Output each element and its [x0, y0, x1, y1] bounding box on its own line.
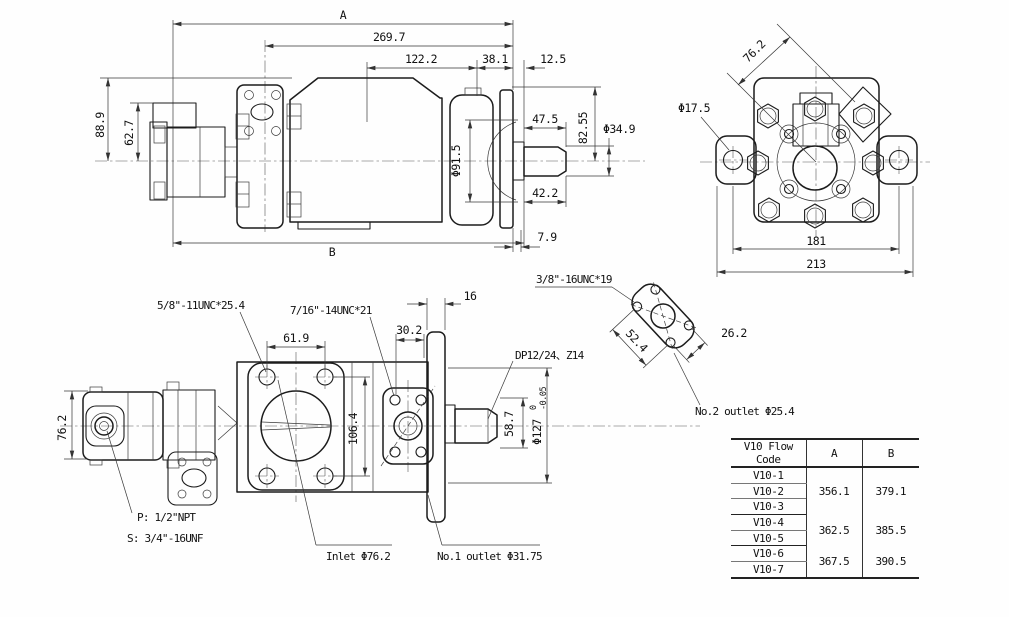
dim-30-2: 30.2 [396, 323, 422, 337]
a-value-cell: 362.5 [805, 514, 862, 546]
header-flow-code: V10 Flow Code [731, 439, 806, 468]
dim-52-4: 52.4 [623, 326, 651, 355]
dim-88-9: 88.9 [93, 112, 107, 138]
dim-58-7: 58.7 [502, 411, 516, 437]
thread-callout-outlet1-flange: 7/16"-14UNC*21 [290, 304, 372, 317]
dim-122-2: 122.2 [405, 52, 437, 66]
dim-38-1: 38.1 [482, 52, 508, 66]
flow-code-cell: V10-7 [752, 562, 784, 576]
table-row: V10-4 362.5 385.5 [731, 514, 919, 546]
dim-61-9: 61.9 [283, 331, 309, 345]
dim-269-7: 269.7 [373, 30, 406, 44]
header-b: B [861, 439, 919, 468]
dim-47-5: 47.5 [532, 112, 558, 126]
dim-106-4: 106.4 [346, 412, 360, 445]
flow-code-cell: V10-4 [731, 514, 806, 531]
dim-phi-127-lower-tol: -0.05 [539, 387, 549, 410]
a-value-cell: 367.5 [805, 545, 862, 578]
dim-phi-34-9: Φ34.9 [603, 122, 636, 136]
flow-code-cell: V10-3 [731, 498, 806, 516]
dim-A: A [340, 8, 347, 22]
dim-42-2: 42.2 [532, 186, 558, 200]
dim-76-2-top: 76.2 [55, 415, 69, 441]
table-row: V10-5 [731, 530, 919, 547]
top-view-leader-lines [106, 286, 701, 546]
dim-82-55: 82.55 [576, 112, 590, 144]
side-view-centerlines [95, 20, 645, 247]
a-value-cell: 356.1 [805, 467, 862, 515]
table-row: V10-1 356.1 379.1 [731, 467, 919, 515]
flow-code-cell: V10-2 [731, 483, 806, 500]
dim-phi-91-5: Φ91.5 [449, 145, 463, 177]
table-row: V10-7 [731, 562, 919, 578]
side-view-dimension-lines [100, 20, 614, 252]
outlet1-label: No.1 outlet Φ31.75 [437, 550, 542, 563]
dim-62-7: 62.7 [122, 120, 136, 146]
flow-code-cell: V10-1 [731, 467, 806, 484]
end-view-dimension-lines [700, 23, 914, 277]
dim-phi-127: Φ127 0 -0.05 [529, 387, 549, 445]
flow-code-cell: V10-6 [731, 545, 806, 563]
table-row: V10-2 [731, 483, 919, 500]
spline-callout: DP12/24、Z14 [515, 349, 585, 362]
flow-code-cell: V10-5 [731, 530, 806, 547]
top-view: 52.4 61.9 30.2 16 106.4 58.7 Φ127 0 -0.0… [55, 273, 796, 563]
side-view-geometry [149, 77, 567, 230]
header-a: A [805, 439, 862, 468]
table-row: V10-3 [731, 498, 919, 516]
table-header-row: V10 Flow Code A B [731, 439, 919, 468]
port-p-label: P: 1/2"NPT [137, 511, 196, 524]
dim-phi-127-upper-tol: 0 [529, 405, 539, 410]
thread-callout-outlet2-flange: 3/8"-16UNC*19 [536, 273, 612, 286]
end-view: 76.2 Φ17.5 181 213 [678, 23, 930, 277]
dim-181: 181 [806, 234, 826, 248]
table-row: V10-6 367.5 390.5 [731, 545, 919, 578]
thread-callout-inlet-flange: 5/8"-11UNC*25.4 [157, 299, 246, 312]
b-value-cell: 379.1 [861, 467, 919, 515]
dim-phi-17-5: Φ17.5 [678, 101, 710, 115]
port-s-label: S: 3/4"-16UNF [127, 532, 203, 545]
end-view-geometry [715, 77, 918, 229]
dim-213: 213 [806, 257, 826, 271]
b-value-cell: 390.5 [861, 545, 919, 578]
outlet2-label: No.2 outlet Φ25.4 [695, 405, 795, 418]
end-view-centerlines [700, 66, 930, 238]
top-view-geometry [82, 331, 498, 523]
b-value-cell: 385.5 [861, 514, 919, 546]
top-view-dimension-lines [64, 298, 552, 484]
side-view: A 269.7 122.2 38.1 12.5 88.9 62.7 Φ91.5 … [93, 8, 645, 259]
dim-16: 16 [464, 289, 477, 303]
inlet-label: Inlet Φ76.2 [326, 550, 390, 563]
dim-B: B [329, 245, 336, 259]
top-view-centerlines [60, 352, 700, 502]
svg-text:Φ127: Φ127 [530, 419, 544, 445]
dim-12-5: 12.5 [540, 52, 566, 66]
outlet2-inset: 52.4 [609, 282, 708, 369]
dim-26-2: 26.2 [721, 326, 747, 340]
dim-7-9: 7.9 [537, 230, 557, 244]
flow-code-table: V10 Flow Code A B V10-1 356.1 379.1 V10-… [731, 438, 919, 579]
